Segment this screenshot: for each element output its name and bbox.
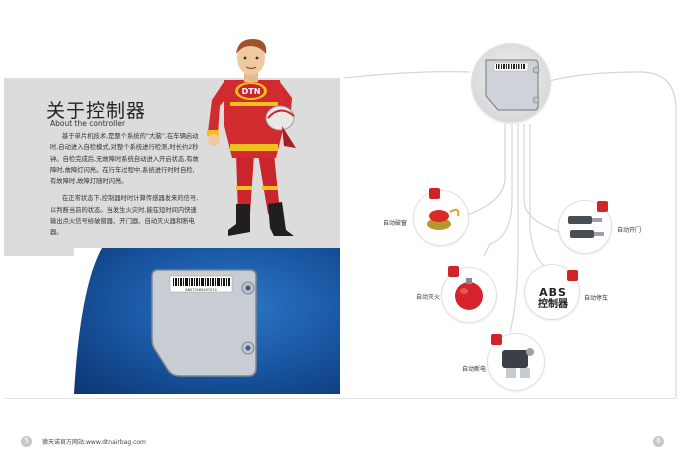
intro-paragraph-1: 基于单片机技术,是整个系统的“大脑”,在车辆启动时,自动进入自检模式,对整个系统… [50, 133, 199, 186]
hero-mascot-image: DTN [207, 38, 296, 236]
footer-divider [4, 398, 676, 399]
page-title: 关于控制器 [46, 100, 147, 122]
intro-text: 基于单片机技术,是整个系统的“大脑”,在车辆启动时,自动进入自检模式,对整个系统… [50, 131, 200, 245]
parking-label: 自动停车 [584, 295, 609, 302]
window-breaker-icon [429, 188, 440, 199]
abs-label: ABS [539, 286, 567, 299]
wiring-diagram [343, 71, 677, 398]
door-opener-icon [597, 201, 608, 212]
power-cutoff-label: 自动断电 [462, 366, 487, 373]
fire-extinguisher-label: 自动灭火 [416, 294, 441, 301]
hero-chest-logo: DTN [242, 87, 261, 96]
window-breaker-label: 自动破窗 [383, 220, 408, 227]
controller-device-icon [485, 59, 540, 111]
controller-photo: ABS72265497074 [74, 248, 257, 394]
intro-paragraph-2: 在正常状态下,控制器时时计算传感器发来的信号,以判断当前的状态。当发生火灾时,能… [50, 195, 199, 237]
footer-website: 德天诺官方网站:www.dtnairbag.com [42, 439, 146, 446]
abs-controller-label: 控制器 [538, 299, 568, 310]
door-opener-label: 自动开门 [617, 227, 642, 234]
controller-serial-label: ABS72265497074 [185, 288, 217, 292]
fire-extinguisher-image [455, 278, 483, 310]
page-subtitle: About the controller [50, 119, 126, 128]
power-cutoff-icon [491, 334, 502, 345]
parking-icon [567, 270, 578, 281]
controller-photo-panel: ABS72265497074 [74, 248, 340, 394]
door-opener-image [568, 216, 604, 238]
page-number-left: 5 [21, 436, 32, 447]
window-breaker-image [427, 208, 460, 230]
abs-controller-text: ABS 控制器 [529, 287, 577, 311]
fire-extinguisher-icon [448, 266, 459, 277]
page-number-right: 6 [653, 436, 664, 447]
power-cutoff-image [502, 348, 534, 378]
